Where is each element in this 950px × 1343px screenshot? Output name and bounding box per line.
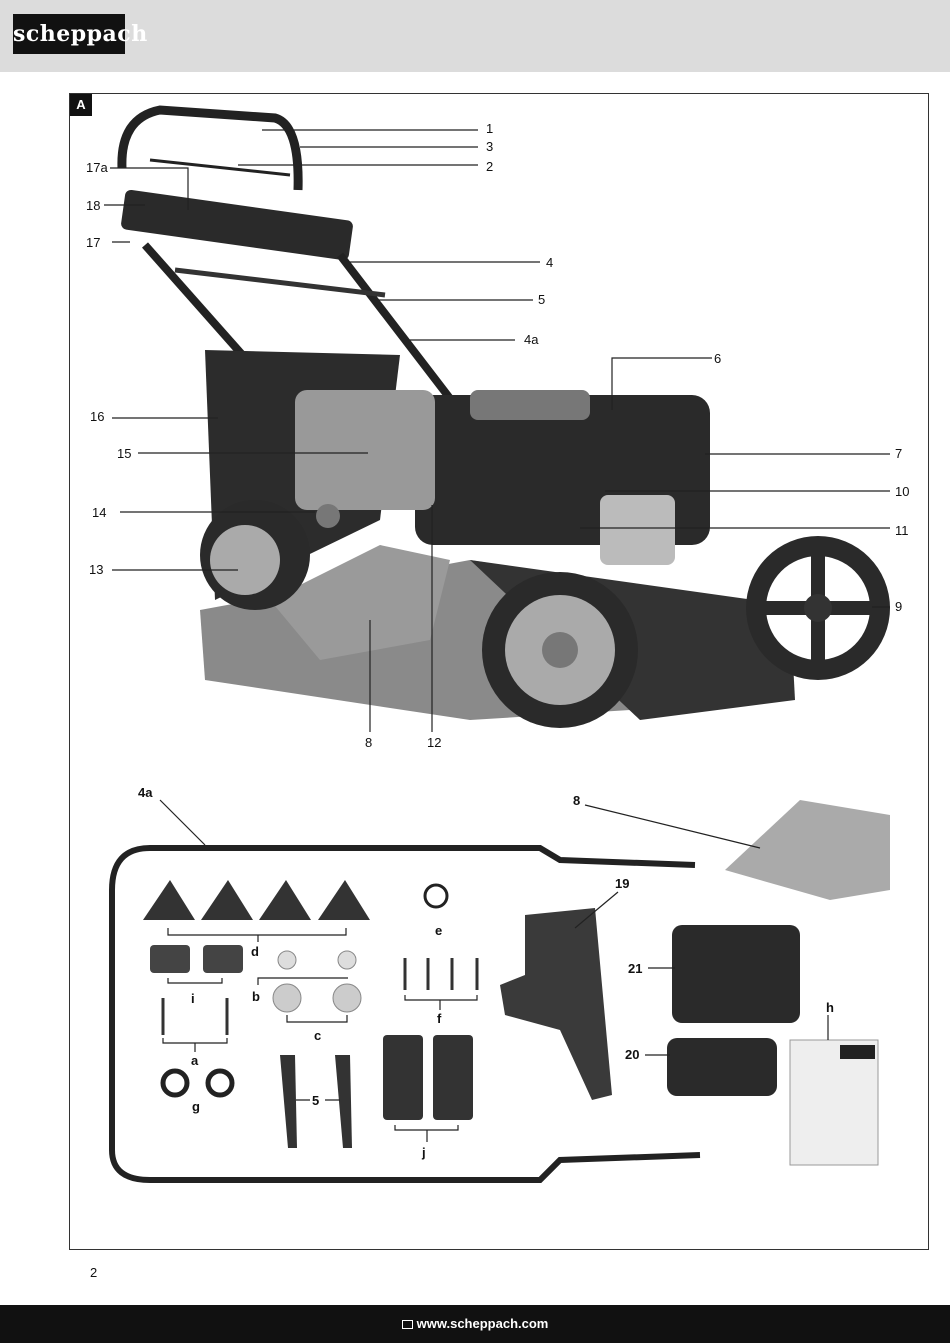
monitor-icon	[401, 1320, 413, 1330]
callout-17: 17	[86, 235, 101, 250]
part-label-h: h	[826, 1000, 834, 1015]
page-header: scheppach	[0, 0, 950, 72]
part-label-5: 5	[312, 1093, 320, 1108]
part-label-j: j	[422, 1145, 426, 1160]
callout-16: 16	[90, 409, 105, 424]
figure-frame: A	[69, 93, 929, 1250]
part-label-i: i	[191, 991, 195, 1006]
callout-4a: 4a	[524, 332, 539, 347]
part-label-c: c	[314, 1028, 322, 1043]
part-label-21: 21	[628, 961, 643, 976]
callout-18: 18	[86, 198, 101, 213]
part-label-d: d	[251, 944, 259, 959]
callout-5: 5	[538, 292, 546, 307]
callout-3: 3	[486, 139, 494, 154]
callout-15: 15	[117, 446, 132, 461]
callout-1: 1	[486, 121, 494, 136]
part-label-b: b	[252, 989, 260, 1004]
page-footer: www.scheppach.com	[0, 1305, 950, 1343]
callout-11: 11	[895, 523, 909, 538]
part-label-4a: 4a	[138, 785, 153, 800]
website-link[interactable]: www.scheppach.com	[416, 1316, 549, 1331]
callout-9: 9	[895, 599, 903, 614]
callout-10: 10	[895, 484, 910, 499]
callout-8: 8	[365, 735, 373, 750]
callout-12: 12	[427, 735, 442, 750]
callout-7: 7	[895, 446, 903, 461]
page-number: 2	[90, 1265, 98, 1280]
part-label-20: 20	[625, 1047, 640, 1062]
figure-badge: A	[70, 94, 92, 116]
part-label-a: a	[191, 1053, 199, 1068]
part-label-g: g	[192, 1099, 200, 1114]
callout-14: 14	[92, 505, 107, 520]
part-label-19: 19	[615, 876, 630, 891]
callout-6: 6	[714, 351, 722, 366]
brand-logo: scheppach	[13, 14, 147, 54]
part-label-8: 8	[573, 793, 581, 808]
part-label-f: f	[437, 1011, 442, 1026]
part-label-e: e	[435, 923, 443, 938]
callout-4: 4	[546, 255, 554, 270]
callout-17a: 17a	[86, 160, 108, 175]
callout-2: 2	[486, 159, 494, 174]
callout-13: 13	[89, 562, 104, 577]
